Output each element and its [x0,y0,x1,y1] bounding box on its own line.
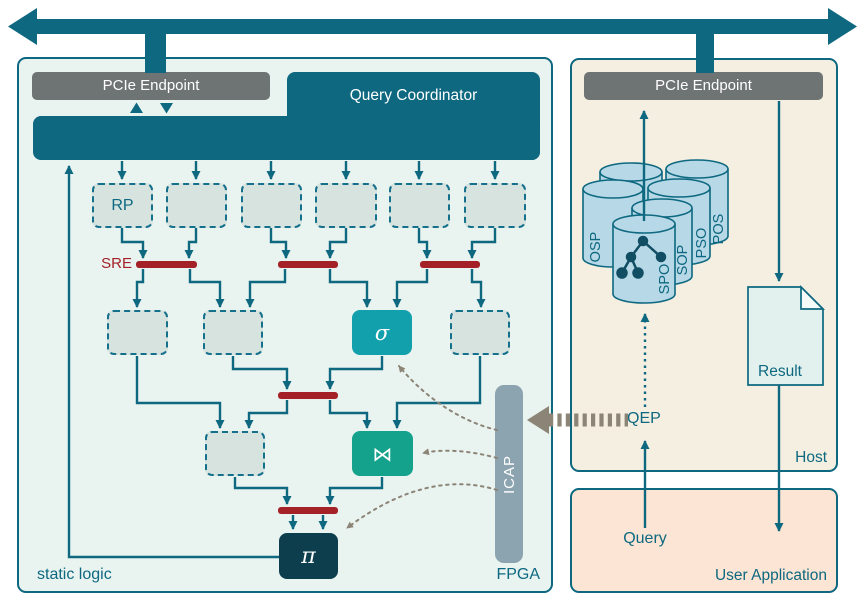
slot-empty [389,183,450,228]
host-label: Host [795,449,827,466]
slot-empty [166,183,227,228]
fpga-label: FPGA [496,566,540,583]
fpga-pcie-endpoint: PCIe Endpoint [32,72,270,100]
sigma-glyph: σ [374,320,390,345]
slot-rp: RP [92,183,153,228]
icap-box: ICAP [495,385,523,563]
slot-empty [464,183,526,228]
slot-empty [450,310,510,355]
bus-arrowhead-right [828,8,857,45]
bus-arrowhead-left [8,8,37,45]
pi-glyph: π [301,543,316,569]
icap-label: ICAP [500,454,518,494]
join-operator-box: ⋈ [352,431,413,476]
join-glyph: ⋈ [372,441,393,466]
coordinator-bus-bar [33,116,540,160]
host-region: Host [570,58,838,472]
host-pcie-endpoint: PCIe Endpoint [584,72,823,100]
user-application-region: User Application [570,488,838,593]
user-application-label: User Application [714,567,827,584]
sigma-operator-box: σ [352,310,412,355]
query-label: Query [623,530,667,547]
slot-empty [107,310,168,355]
slot-empty [205,431,265,476]
qep-label: QEP [627,410,661,427]
slot-empty [241,183,302,228]
static-logic-label: static logic [37,566,112,583]
slot-empty [315,183,377,228]
rp-label: RP [111,196,134,214]
projection-operator-box: π [279,533,338,579]
slot-empty [203,310,263,355]
sre-label: SRE [101,255,132,272]
